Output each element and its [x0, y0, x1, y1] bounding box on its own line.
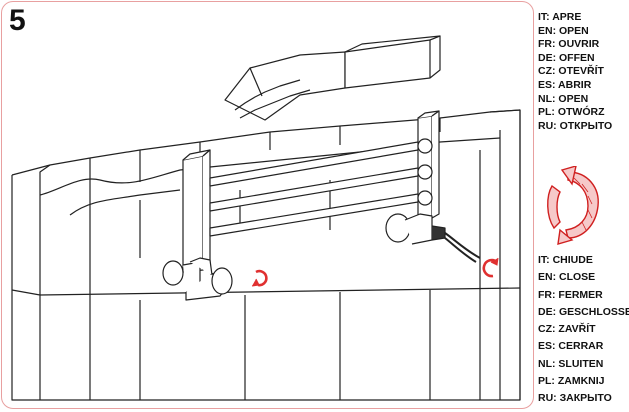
close-label: DE: GESCHLOSSEN — [538, 305, 629, 318]
close-labels-list: IT: CHIUDE EN: CLOSE FR: FERMER DE: GESC… — [538, 252, 629, 408]
open-label: NL: OPEN — [538, 92, 589, 105]
open-rotation-arrow-icon — [482, 257, 499, 278]
close-label: FR: FERMER — [538, 288, 603, 301]
open-label: RU: ОТКРЫТО — [538, 119, 613, 132]
mortar-line-1 — [39, 287, 521, 296]
close-label: ES: CERRAR — [538, 340, 604, 353]
wall-top-blocks — [224, 35, 441, 121]
radiator-tubes — [209, 138, 433, 237]
open-labels-list: IT: APRE EN: OPEN FR: OUVRIR DE: OFFEN C… — [538, 11, 629, 133]
close-label: RU: ЗАКРЫТО — [538, 392, 612, 405]
wall-upper-row — [11, 109, 521, 401]
open-label: IT: APRE — [538, 11, 582, 23]
open-label: PL: OTWÓRZ — [538, 106, 605, 119]
open-label: EN: OPEN — [538, 24, 589, 37]
left-valve — [162, 257, 233, 301]
step-number: 5 — [9, 4, 26, 37]
open-label: DE: OFFEN — [538, 51, 595, 64]
open-label: ES: ABRIR — [538, 78, 592, 91]
close-label: CZ: ZAVŘÍT — [538, 323, 596, 336]
open-label: FR: OUVRIR — [538, 38, 600, 51]
radiator-installation-illustration — [11, 35, 521, 401]
close-label: EN: CLOSE — [538, 271, 596, 284]
close-rotation-arrow-icon — [251, 269, 268, 287]
open-label: CZ: OTEVŘÍT — [538, 65, 604, 78]
close-label: IT: CHIUDE — [538, 254, 593, 266]
rotation-direction-icon — [547, 166, 599, 245]
close-label: NL: SLUITEN — [538, 357, 604, 370]
instruction-frame — [1, 1, 534, 409]
radiator-left-collector — [182, 149, 211, 273]
close-label: PL: ZAMKNIJ — [538, 375, 605, 388]
right-valve — [385, 213, 481, 263]
